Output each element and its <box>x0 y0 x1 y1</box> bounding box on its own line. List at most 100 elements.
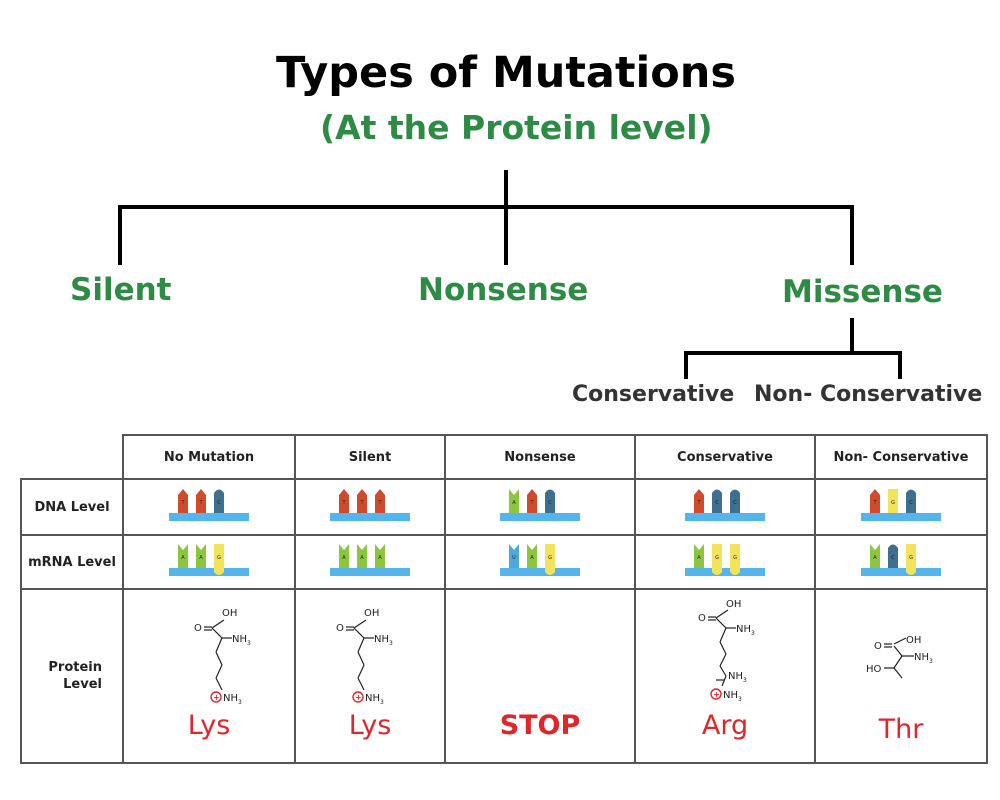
chem-oh-label: OH <box>364 608 379 619</box>
nucleotide-A <box>870 544 880 568</box>
nucleotide-G <box>545 544 555 575</box>
nucleotide-A <box>375 544 385 568</box>
chem-subscript-3: 3 <box>751 630 755 637</box>
nucleotide-A <box>694 544 704 568</box>
backbone-bar <box>500 568 580 576</box>
backbone-bar <box>169 513 249 521</box>
subcategory-conservative: Conservative <box>572 382 735 407</box>
page-title: Types of Mutations <box>275 48 736 98</box>
nucleotide-letter: C <box>715 500 719 506</box>
protein-cell-arg: O OH NH 3 NH 3 + NH 3 Arg <box>634 588 816 764</box>
nucleotide-T <box>694 489 704 513</box>
nucleotide-C <box>888 544 898 568</box>
nucleotide-C <box>730 489 740 513</box>
tree-horizontal-line <box>118 205 854 209</box>
positive-charge-icon <box>710 688 722 700</box>
nucleotide-letter: A <box>181 555 185 561</box>
category-missense: Missense <box>782 274 943 310</box>
plus-sign: + <box>355 693 362 702</box>
nucleotide-G <box>888 489 898 513</box>
chem-o-label: O <box>874 641 882 652</box>
chem-o-label: O <box>336 623 344 634</box>
chem-nh3-side-label: NH <box>723 690 738 701</box>
chem-subscript-3: 3 <box>743 677 747 684</box>
header-no-mutation: No Mutation <box>122 434 296 480</box>
nucleotide-letter: C <box>548 500 552 506</box>
lysine-structure: O OH NH 3 + NH 3 <box>336 608 393 706</box>
nucleotide-letter: T <box>198 500 203 506</box>
mutation-table: No Mutation Silent Nonsense Conservative… <box>20 434 988 764</box>
nucleotide-A <box>357 544 367 568</box>
positive-charge-icon <box>352 691 364 703</box>
nucleotide-A <box>339 544 349 568</box>
chem-nh3-label: NH <box>914 652 929 663</box>
backbone-bar <box>330 513 410 521</box>
row-label-protein: Protein Level <box>20 588 124 764</box>
plus-sign: + <box>213 693 220 702</box>
nucleotide-G <box>730 544 740 575</box>
nucleotide-T <box>339 489 349 513</box>
backbone-bar <box>169 568 249 576</box>
chem-nh3-label: NH <box>232 634 247 645</box>
nucleotide-letter: U <box>512 555 516 561</box>
protein-label-line2: Level <box>63 677 102 692</box>
nucleotide-letter: A <box>360 555 364 561</box>
missense-right-drop <box>898 351 902 379</box>
nucleotide-T <box>870 489 880 513</box>
nucleotide-letter: A <box>697 555 701 561</box>
chem-subscript-3: 3 <box>389 640 393 647</box>
chem-nh3-label: NH <box>374 634 389 645</box>
amino-acid-label: Lys <box>348 710 392 741</box>
backbone-bar <box>330 568 410 576</box>
nucleotide-letter: C <box>733 500 737 506</box>
nucleotide-letter: G <box>909 555 913 561</box>
protein-cell-lys: O OH NH 3 + NH 3 Lys <box>294 588 446 764</box>
backbone-bar <box>685 568 765 576</box>
arginine-structure: O OH NH 3 NH 3 + NH 3 <box>698 599 755 703</box>
amino-acid-label: Lys <box>187 710 231 741</box>
header-silent: Silent <box>294 434 446 480</box>
nucleotide-letter: T <box>696 500 701 506</box>
nucleotide-letter: A <box>199 555 203 561</box>
protein-label-line1: Protein <box>48 660 102 675</box>
nucleotide-T <box>196 489 206 513</box>
protein-cell-stop: STOP <box>444 588 636 764</box>
lysine-structure: O OH NH 3 + NH 3 <box>194 608 251 706</box>
missense-left-drop <box>684 351 688 379</box>
chem-ho-label: HO <box>866 664 882 675</box>
nucleotide-C <box>214 489 224 513</box>
chem-oh-label: OH <box>906 635 921 646</box>
nucleotide-T <box>357 489 367 513</box>
nucleotide-T <box>375 489 385 513</box>
chem-nh3-side-label: NH <box>223 693 238 704</box>
chem-subscript-3: 3 <box>380 699 384 706</box>
chem-nh-label: NH <box>728 671 743 682</box>
nucleotide-letter: T <box>377 500 382 506</box>
nucleotide-letter: A <box>378 555 382 561</box>
nucleotide-letter: C <box>217 500 221 506</box>
header-non-conservative: Non- Conservative <box>814 434 988 480</box>
nucleotide-letter: G <box>891 500 895 506</box>
nucleotide-letter: A <box>512 500 516 506</box>
table-corner-cell <box>21 435 124 480</box>
header-conservative: Conservative <box>634 434 816 480</box>
chem-subscript-3: 3 <box>738 696 742 703</box>
chem-oh-label: OH <box>726 599 741 610</box>
row-label-mrna: mRNA Level <box>20 534 124 590</box>
positive-charge-icon <box>210 691 222 703</box>
